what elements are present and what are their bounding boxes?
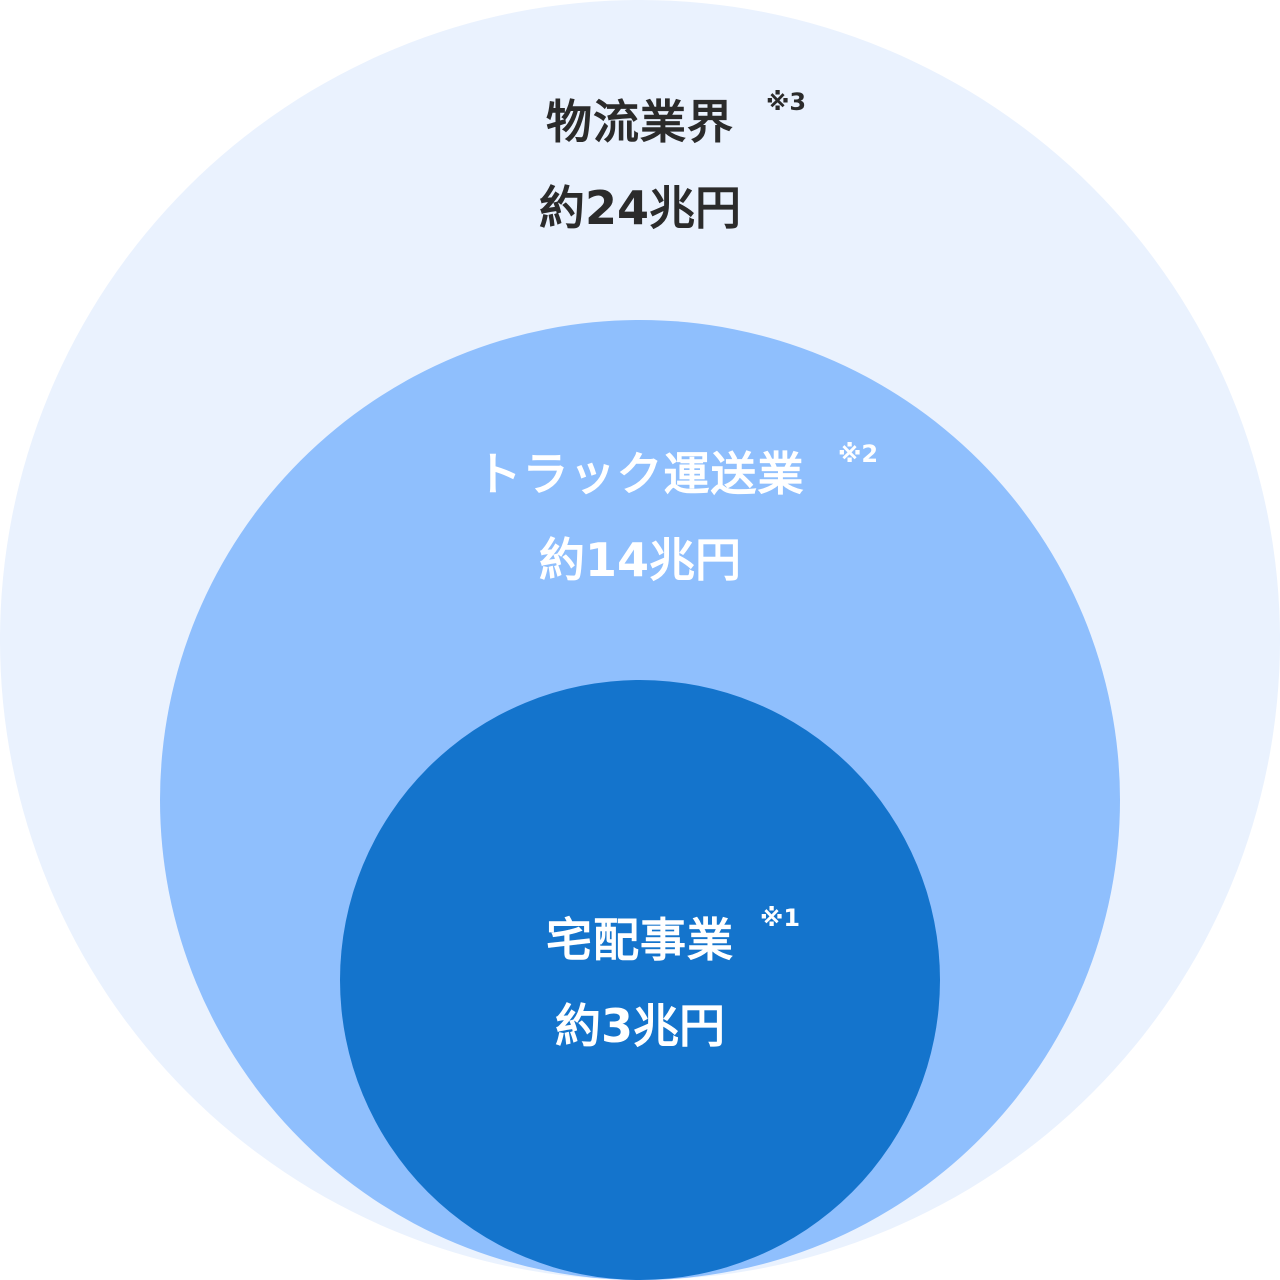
truck-transport-note: ※2 xyxy=(838,440,879,468)
truck-transport-name: トラック運送業 xyxy=(475,447,805,501)
parcel-delivery-name: 宅配事業 xyxy=(546,913,734,967)
logistics-industry-note: ※3 xyxy=(766,88,807,116)
parcel-delivery-note: ※1 xyxy=(760,904,801,932)
truck-transport-value: 約14兆円 xyxy=(538,533,741,587)
parcel-delivery-value: 約3兆円 xyxy=(554,999,725,1053)
parcel-delivery-circle xyxy=(340,680,940,1280)
logistics-industry-name: 物流業界 xyxy=(546,95,734,149)
logistics-industry-value: 約24兆円 xyxy=(538,181,741,235)
